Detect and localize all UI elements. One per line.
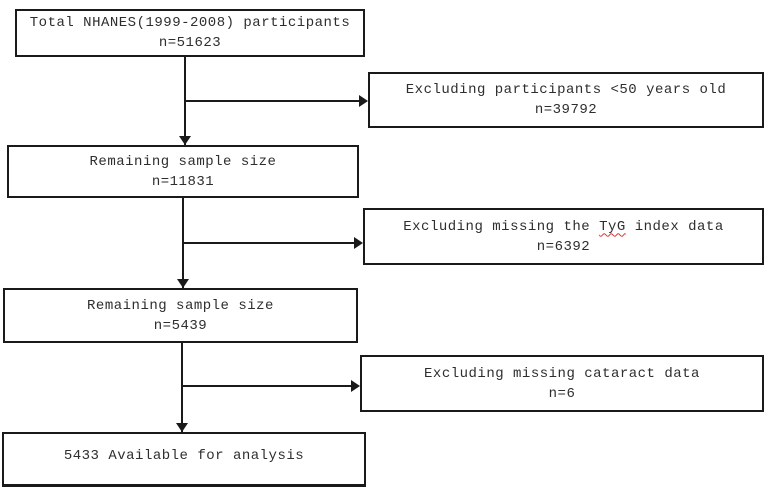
connector-line-branch-1 xyxy=(184,100,359,102)
box-count: n=5439 xyxy=(153,317,208,334)
flow-box-remaining-sample-1: Remaining sample size n=11831 xyxy=(7,145,359,198)
connector-line-vertical-3 xyxy=(181,343,183,432)
flow-box-excluded-age: Excluding participants <50 years old n=3… xyxy=(368,72,764,128)
flow-box-final-analysis: 5433 Available for analysis xyxy=(2,432,366,487)
flow-box-excluded-tyg-missing: Excluding missing the TyG index data n=6… xyxy=(363,208,764,265)
connector-line-branch-2 xyxy=(182,242,354,244)
box-label: Excluding participants <50 years old xyxy=(405,82,727,98)
box-label: 5433 Available for analysis xyxy=(63,448,305,464)
label-suffix: index data xyxy=(625,218,724,235)
label-prefix: Excluding missing the xyxy=(403,218,600,235)
arrowhead-down-icon xyxy=(177,279,189,288)
box-count: n=51623 xyxy=(158,35,222,51)
connector-line-branch-3 xyxy=(181,385,351,387)
box-label: Remaining sample size xyxy=(89,153,277,170)
box-count: n=6392 xyxy=(536,238,591,255)
arrowhead-right-icon xyxy=(351,380,360,392)
arrowhead-down-icon xyxy=(176,423,188,432)
flow-box-excluded-cataract-missing: Excluding missing cataract data n=6 xyxy=(360,355,764,412)
arrowhead-right-icon xyxy=(354,237,363,249)
arrowhead-right-icon xyxy=(359,95,368,107)
flow-box-remaining-sample-2: Remaining sample size n=5439 xyxy=(3,288,358,343)
flow-box-total-participants: Total NHANES(1999-2008) participants n=5… xyxy=(15,9,365,57)
box-count: n=39792 xyxy=(534,102,598,118)
box-count: n=11831 xyxy=(151,173,215,190)
arrowhead-down-icon xyxy=(179,136,191,145)
misspelled-word: TyG xyxy=(599,218,626,235)
box-label: Excluding missing cataract data xyxy=(424,365,700,382)
box-label: Remaining sample size xyxy=(87,297,274,314)
box-count: n=6 xyxy=(548,385,576,402)
box-label: Excluding missing the TyG index data xyxy=(403,217,723,237)
box-label: Total NHANES(1999-2008) participants xyxy=(29,15,351,31)
